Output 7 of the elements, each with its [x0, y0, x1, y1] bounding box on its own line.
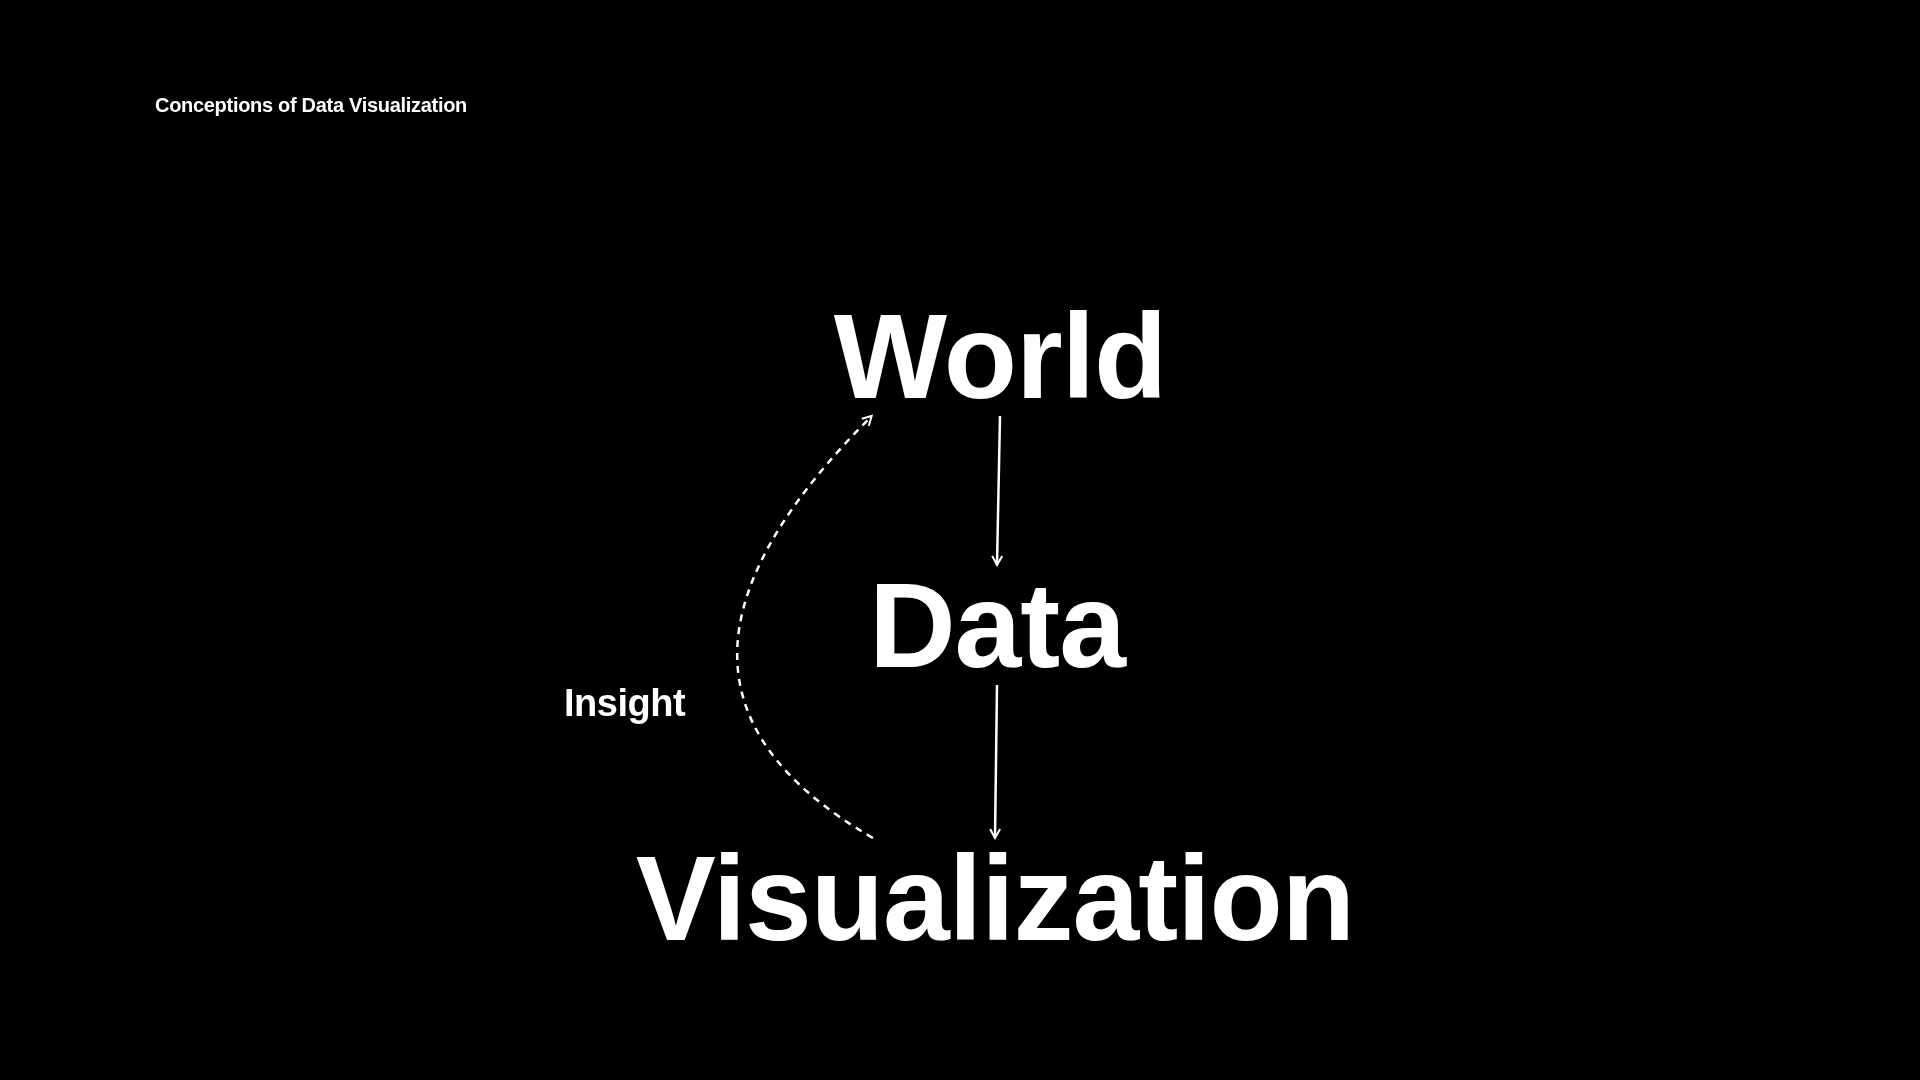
slide-title: Conceptions of Data Visualization	[155, 94, 467, 117]
node-label: Data	[868, 565, 1126, 685]
dashed-arrow	[736, 415, 874, 840]
node-label: World	[833, 296, 1167, 416]
arrow	[989, 685, 1002, 839]
node-label: Visualization	[635, 838, 1355, 958]
arrow	[991, 415, 1004, 566]
